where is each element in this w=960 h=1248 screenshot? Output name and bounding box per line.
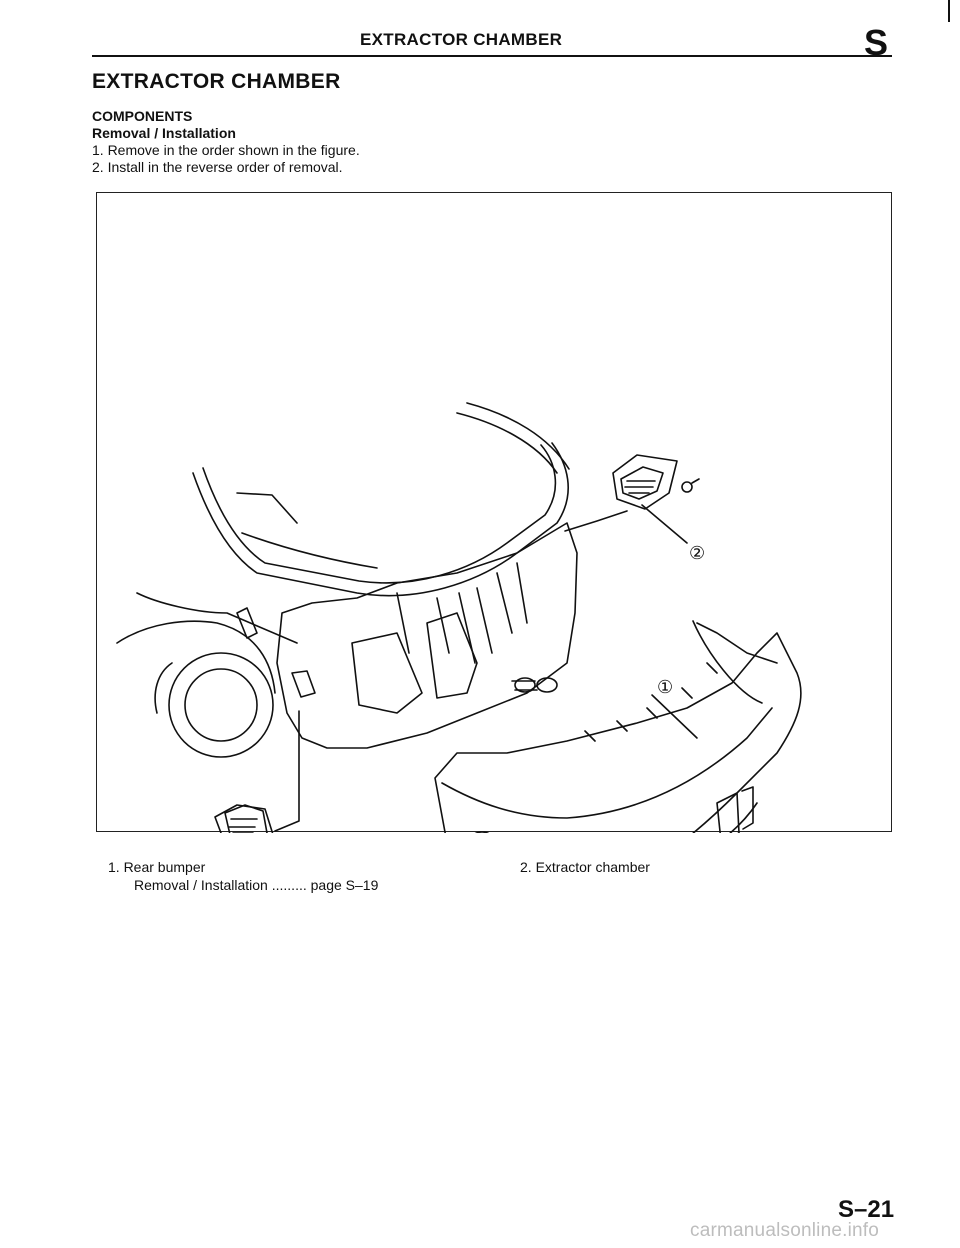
rear-bumper-drawing: [434, 620, 802, 833]
components-heading: COMPONENTS: [92, 108, 193, 124]
extractor-chamber-lower-drawing: [214, 710, 300, 833]
step-2: 2. Install in the reverse order of remov…: [92, 159, 343, 175]
extractor-chamber-upper-drawing: [564, 454, 700, 544]
vehicle-body-drawing: [116, 402, 578, 758]
section-letter: S: [863, 22, 888, 63]
callout-1: ①: [657, 677, 673, 697]
components-subheading: Removal / Installation: [92, 125, 236, 141]
legend-item-2-name: 2. Extractor chamber: [520, 859, 650, 875]
figure-frame: ① ② ②: [96, 192, 892, 833]
legend-item-1: 1. Rear bumper Removal / Installation ..…: [108, 858, 378, 894]
exploded-view-figure: ① ② ②: [116, 402, 802, 833]
header-title: EXTRACTOR CHAMBER: [360, 30, 563, 49]
header-rule: [92, 55, 892, 57]
components-text: COMPONENTS Removal / Installation 1. Rem…: [92, 108, 360, 176]
legend-item-1-ref: Removal / Installation ......... page S–…: [134, 877, 379, 893]
watermark: carmanualsonline.info: [690, 1220, 880, 1241]
legend-item-2: 2. Extractor chamber: [520, 858, 650, 876]
callout-2-upper: ②: [689, 543, 705, 563]
step-1: 1. Remove in the order shown in the figu…: [92, 142, 360, 158]
page-header: EXTRACTOR CHAMBER S: [92, 22, 892, 63]
page-title: EXTRACTOR CHAMBER: [92, 70, 341, 93]
page-edge-mark: [948, 0, 950, 22]
legend-item-1-name: 1. Rear bumper: [108, 859, 206, 875]
page-number: S–21: [838, 1196, 895, 1223]
